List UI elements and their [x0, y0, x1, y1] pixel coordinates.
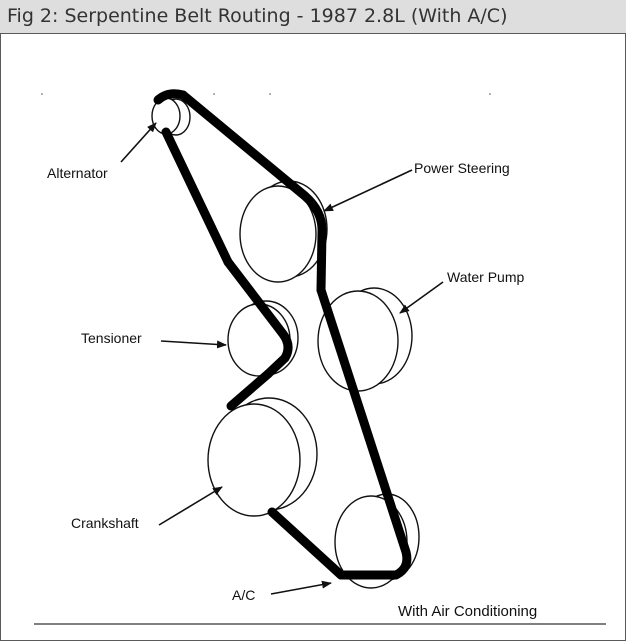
- ac-label: A/C: [232, 587, 255, 603]
- power-steering-callout: Power Steering: [323, 160, 510, 212]
- belt-routing-diagram: Alternator Power Steering Water Pump Ten…: [34, 89, 606, 625]
- power-steering-label: Power Steering: [414, 160, 510, 176]
- water-pump-pulley: [317, 287, 413, 392]
- power-steering-pulley: [239, 180, 328, 283]
- tensioner-callout: Tensioner: [81, 330, 227, 349]
- serpentine-belt: [153, 89, 412, 580]
- figure-title-bar: Fig 2: Serpentine Belt Routing - 1987 2.…: [0, 0, 626, 34]
- scan-dots: [41, 93, 491, 95]
- crankshaft-label: Crankshaft: [71, 515, 139, 531]
- water-pump-callout: Water Pump: [399, 269, 524, 314]
- figure-caption: With Air Conditioning: [398, 603, 537, 620]
- water-pump-label: Water Pump: [447, 269, 524, 285]
- crankshaft-pulley: [207, 397, 318, 517]
- figure-title: Fig 2: Serpentine Belt Routing - 1987 2.…: [7, 5, 508, 27]
- alternator-callout: Alternator: [47, 122, 157, 181]
- alternator-label: Alternator: [47, 165, 108, 181]
- ac-callout: A/C: [232, 580, 332, 603]
- crankshaft-callout: Crankshaft: [71, 486, 223, 531]
- tensioner-label: Tensioner: [81, 330, 142, 346]
